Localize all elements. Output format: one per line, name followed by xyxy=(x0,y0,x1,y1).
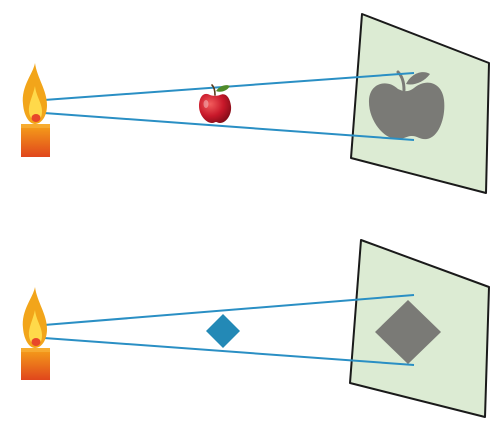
candle-icon xyxy=(21,63,50,157)
apple-icon xyxy=(199,84,232,123)
diamond-icon xyxy=(206,314,240,348)
ray-lower-bottom xyxy=(43,337,415,366)
apple-shadow-panel xyxy=(21,13,490,194)
diamond-shadow-panel xyxy=(21,239,490,418)
diamond-shadow xyxy=(375,300,441,364)
candle-icon xyxy=(21,287,50,380)
apple-shadow xyxy=(368,70,445,140)
ray-upper-bottom xyxy=(43,294,415,326)
ray-lower-top xyxy=(43,112,415,141)
